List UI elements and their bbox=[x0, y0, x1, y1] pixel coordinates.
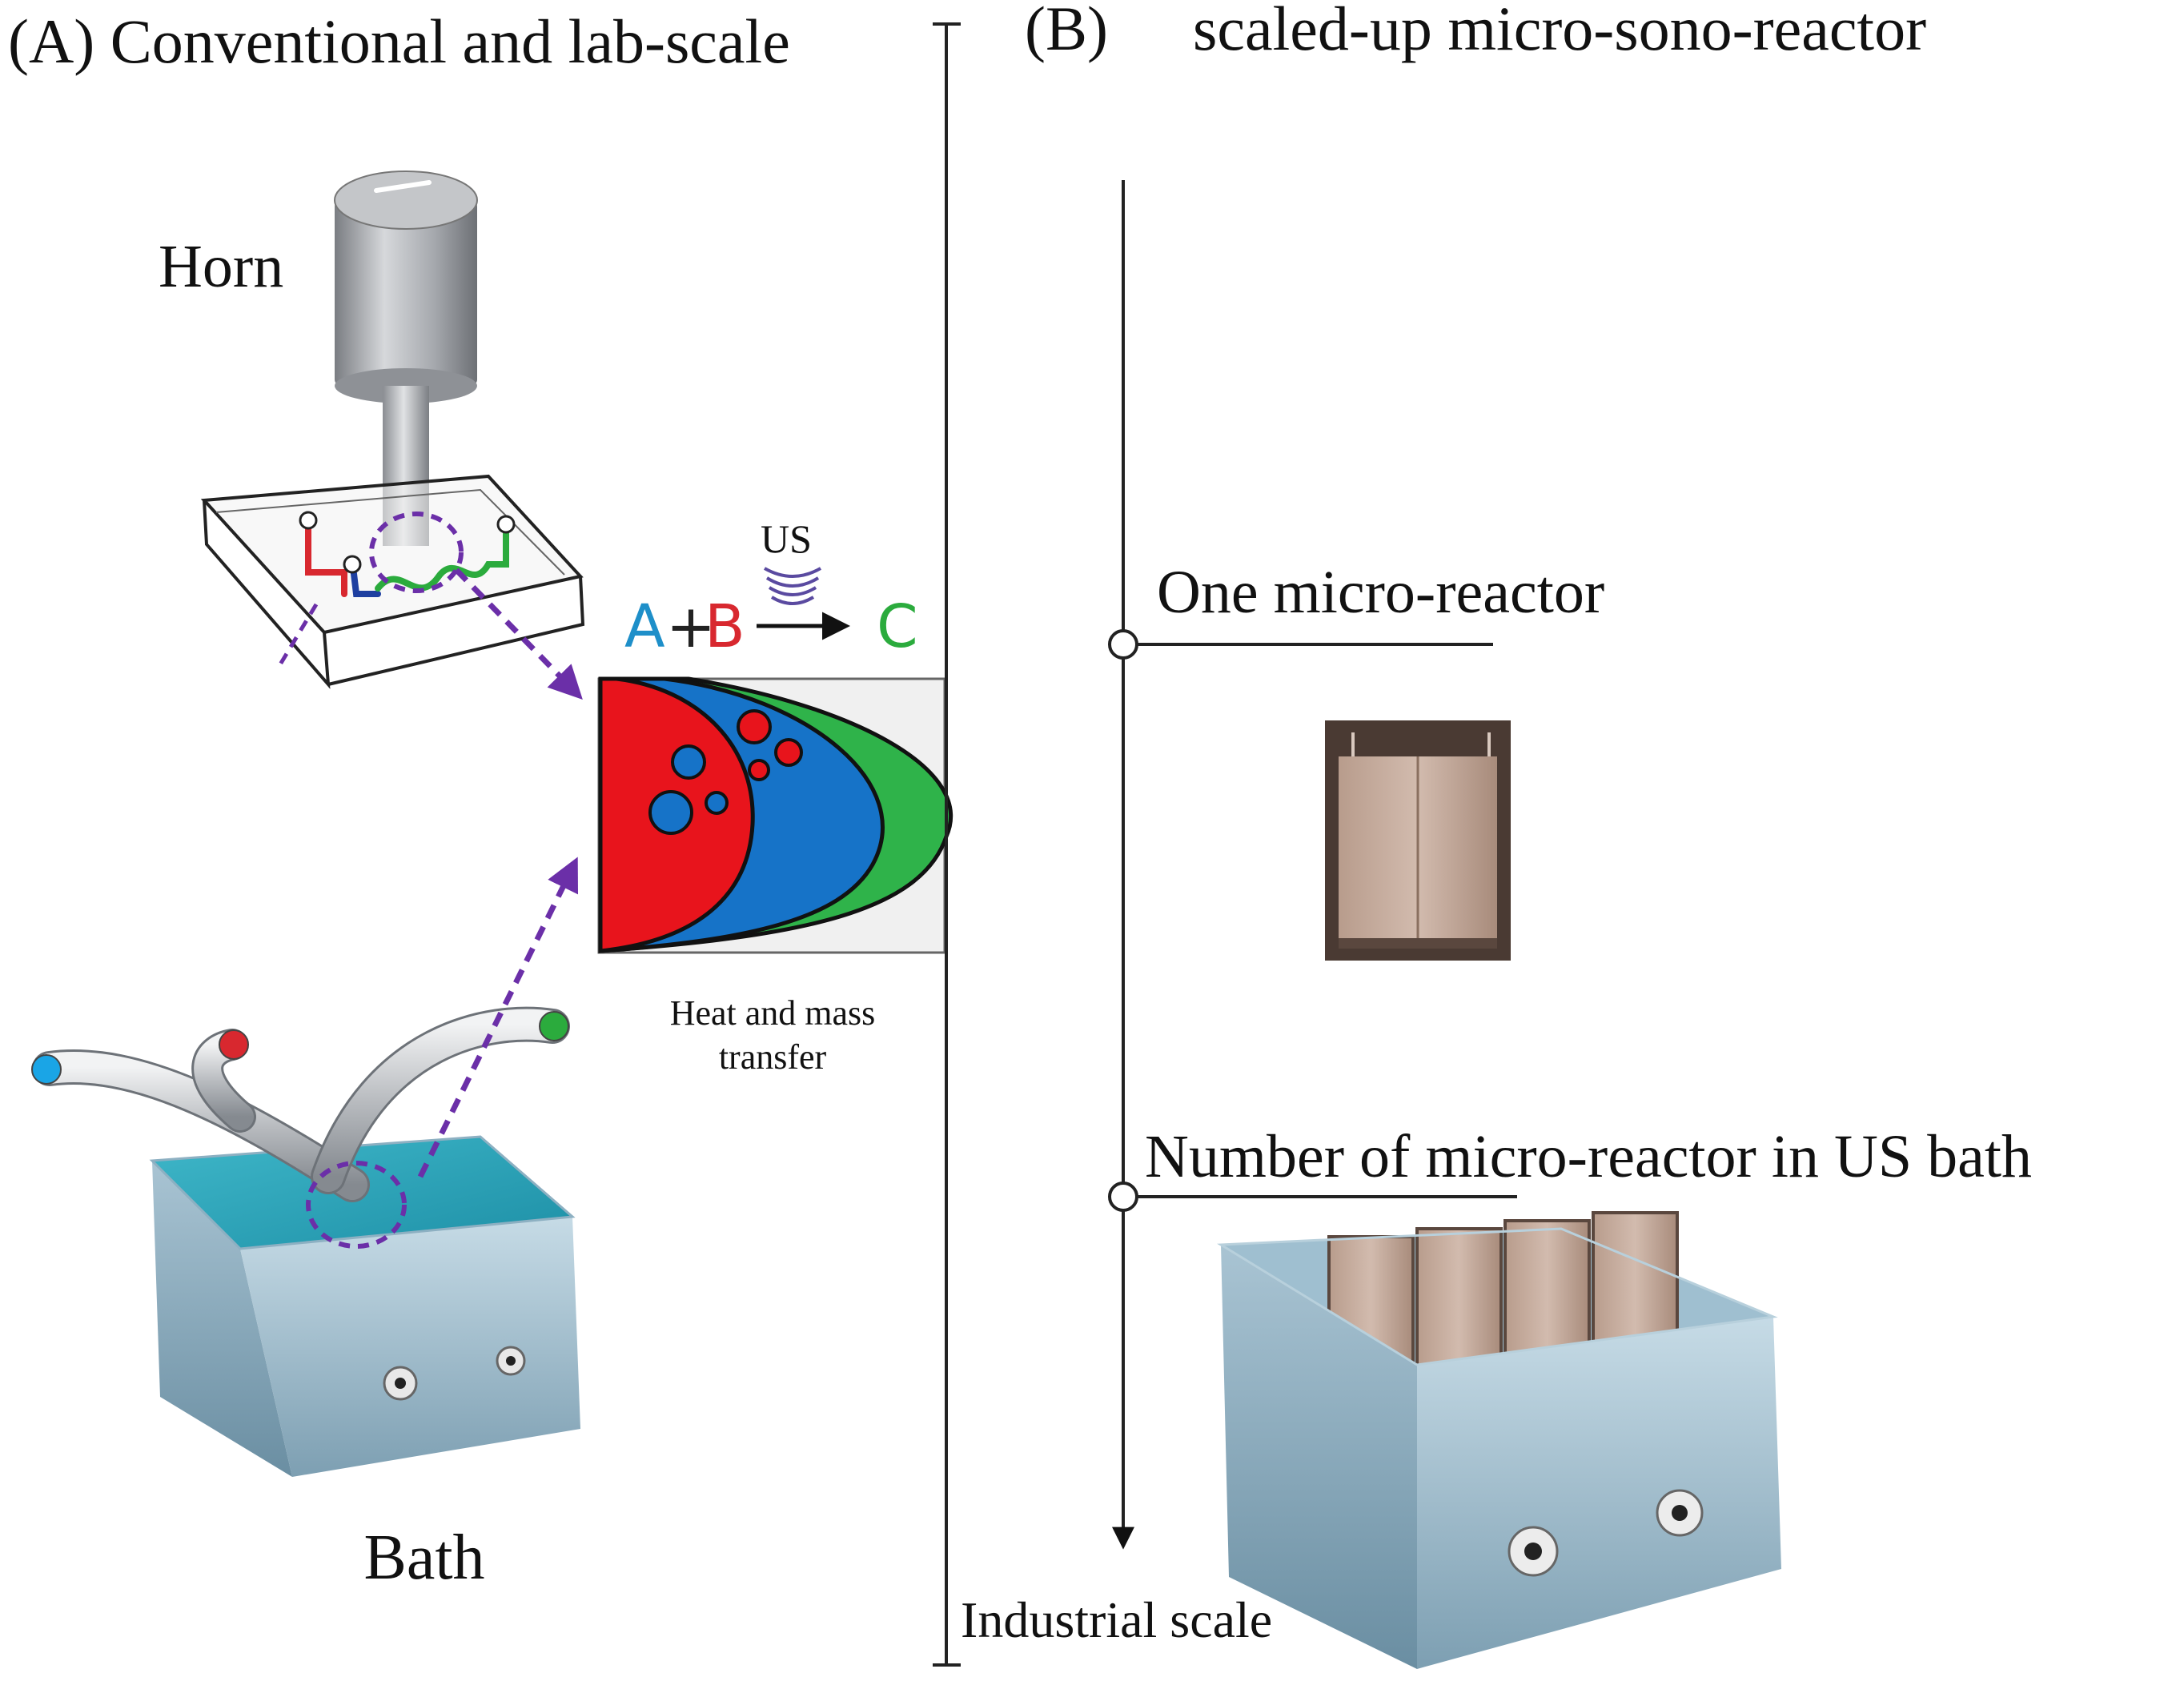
tube-inlet-b-dot bbox=[219, 1029, 249, 1060]
bath-label: Bath bbox=[363, 1523, 484, 1593]
reaction-equation: A + B C US bbox=[624, 516, 918, 661]
bath-knob-1-center bbox=[395, 1378, 406, 1389]
one-reactor-node bbox=[1108, 629, 1138, 660]
single-micro-reactor-image bbox=[1325, 720, 1511, 961]
tube-inlet-a-dot bbox=[31, 1054, 62, 1085]
chip-inlet-a bbox=[299, 511, 318, 530]
chip-inlet-b bbox=[343, 555, 362, 574]
panel-b-label: (B) bbox=[1025, 0, 1108, 63]
chip-outlet bbox=[496, 515, 516, 534]
panel-b-title: scaled-up micro-sono-reactor bbox=[1193, 0, 1926, 63]
bath-to-zone-arrow bbox=[417, 857, 578, 1178]
tube-outlet-c-dot bbox=[539, 1011, 569, 1041]
transfer-label-line1: Heat and mass bbox=[670, 993, 876, 1033]
horn-label: Horn bbox=[159, 233, 283, 300]
heat-mass-transfer-zone bbox=[597, 676, 953, 954]
us-label: US bbox=[761, 516, 812, 561]
panel-divider bbox=[933, 22, 961, 1667]
ultrasound-waves-icon bbox=[764, 567, 821, 605]
bath-b-knob-1-center bbox=[1524, 1543, 1542, 1560]
many-reactor-node bbox=[1108, 1181, 1138, 1212]
microchip-glass bbox=[200, 474, 585, 689]
panel-a-title: (A) Conventional and lab-scale bbox=[8, 6, 790, 76]
horn-zoom-line bbox=[278, 603, 319, 666]
horn-to-zone-arrow bbox=[454, 568, 583, 700]
us-bath-with-reactors bbox=[1217, 1211, 1781, 1669]
horn-zoom-circle bbox=[369, 512, 464, 593]
bath-knob-2-center bbox=[506, 1356, 516, 1366]
many-reactor-label: Number of micro-reactor in US bath bbox=[1145, 1123, 2032, 1190]
reaction-plus: + bbox=[666, 592, 716, 661]
bath-zoom-circle bbox=[306, 1161, 407, 1249]
bath-b-knob-2-center bbox=[1672, 1505, 1688, 1521]
axis-label: Industrial scale bbox=[961, 1591, 1272, 1648]
product-c: C bbox=[877, 592, 918, 661]
reactant-a: A bbox=[624, 592, 665, 661]
transfer-label-line2: transfer bbox=[719, 1037, 827, 1077]
one-reactor-label: One micro-reactor bbox=[1157, 559, 1604, 626]
reactant-b: B bbox=[705, 592, 745, 661]
